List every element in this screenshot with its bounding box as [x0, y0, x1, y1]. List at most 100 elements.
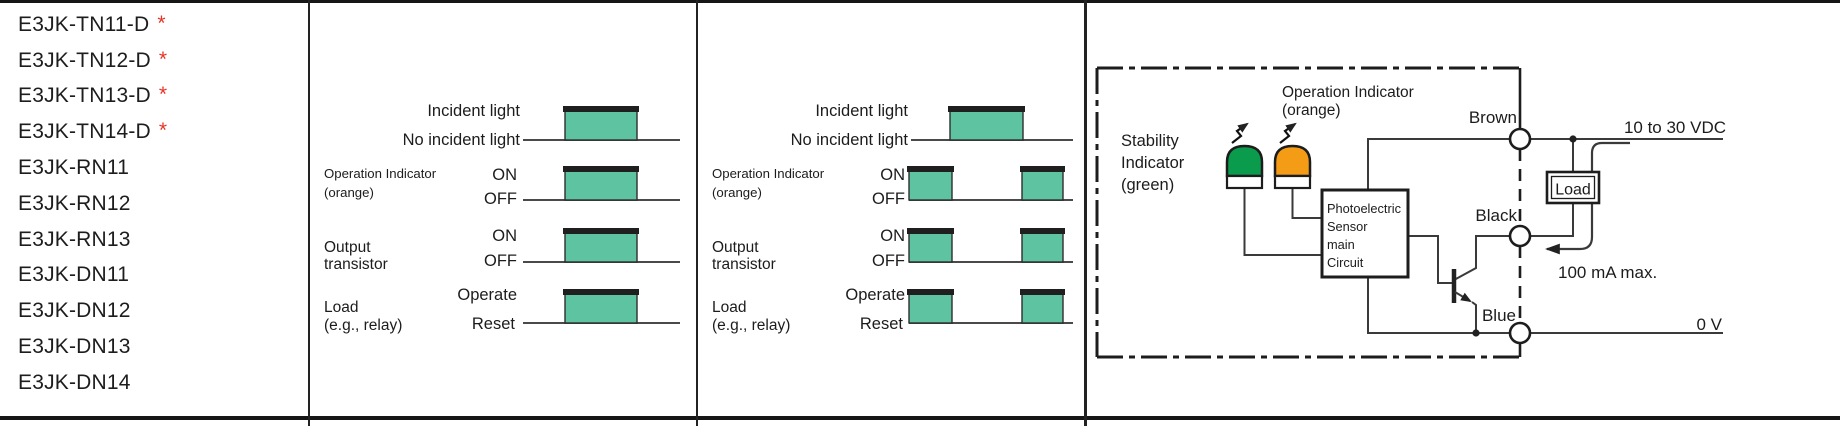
- sensor-housing-outline: [1095, 66, 1522, 359]
- pulse: [908, 166, 953, 201]
- incident-light-label: Incident light: [815, 102, 908, 120]
- pulse-top-bar: [1020, 228, 1065, 234]
- column-divider-2: [696, 0, 698, 426]
- model-name: E3JK-TN13-D: [18, 84, 151, 108]
- column-divider-1: [308, 0, 310, 426]
- pulse-top-bar: [948, 106, 1025, 112]
- light-ray-icon: [1279, 122, 1297, 144]
- output-circuit-diagram: Photoelectric Sensor main Circuit Load: [1095, 66, 1726, 359]
- model-asterisk: *: [158, 83, 168, 107]
- table-border-top: [0, 0, 1840, 3]
- terminals: [1472, 127, 1577, 345]
- operation-indicator-label: Operation Indicator: [712, 166, 825, 181]
- pulse: [949, 106, 1024, 141]
- pulse-top-bar: [563, 106, 639, 112]
- pulse: [564, 106, 638, 141]
- model-row: E3JK-TN12-D*: [18, 43, 167, 79]
- no-incident-light-label: No incident light: [791, 131, 909, 149]
- pulse: [1021, 289, 1064, 324]
- off-label: OFF: [484, 190, 517, 208]
- column-divider-3: [1084, 0, 1087, 426]
- model-row: E3JK-TN11-D*: [18, 7, 167, 43]
- output-transistor-sublabel: transistor: [712, 256, 776, 273]
- off-label: OFF: [872, 190, 905, 208]
- model-name: E3JK-DN11: [18, 263, 130, 287]
- sensor-main-circuit-box: Photoelectric Sensor main Circuit: [1320, 188, 1410, 279]
- load-label: Load: [712, 299, 746, 316]
- operation-indicator-label2: (orange): [1282, 102, 1341, 119]
- off-label: OFF: [872, 252, 905, 270]
- circuit-box-line1: Photoelectric: [1327, 201, 1402, 216]
- model-row: E3JK-RN13: [18, 222, 167, 258]
- no-incident-light-label: No incident light: [403, 131, 521, 149]
- waveform-incident-light: [523, 106, 680, 141]
- model-asterisk: *: [158, 47, 168, 71]
- waveform-load: [523, 289, 680, 324]
- on-label: ON: [880, 227, 905, 245]
- operation-indicator-label1: Operation Indicator: [1282, 84, 1414, 101]
- npn-transistor: [1451, 269, 1472, 303]
- black-wire-label: Black: [1475, 206, 1517, 225]
- pulse-top-bar: [1020, 166, 1065, 172]
- junction-dot: [1472, 329, 1480, 337]
- model-row: E3JK-TN13-D *: [18, 79, 167, 115]
- waveform-incident-light: [911, 106, 1073, 141]
- brown-terminal: [1508, 127, 1532, 151]
- table-border-bottom: [0, 416, 1840, 420]
- pulse-top-bar: [1020, 289, 1065, 295]
- on-label: ON: [880, 166, 905, 184]
- pulse: [564, 228, 638, 263]
- pulse: [1021, 166, 1064, 201]
- load-sublabel: (e.g., relay): [712, 317, 790, 334]
- pulse-top-bar: [907, 228, 954, 234]
- pulse-top-bar: [907, 166, 954, 172]
- reset-label: Reset: [860, 315, 904, 333]
- operation-indicator-sublabel: (orange): [324, 185, 374, 200]
- pulse: [1021, 228, 1064, 263]
- circuit-box-line4: Circuit: [1327, 255, 1364, 270]
- load-box: Load: [1545, 170, 1601, 205]
- waveform-output-transistor: [907, 228, 1073, 263]
- model-name: E3JK-TN14-D: [18, 120, 151, 144]
- model-row: E3JK-DN13: [18, 329, 167, 365]
- blue-wire-label: Blue: [1482, 306, 1516, 325]
- circuit-wires: [1243, 138, 1723, 334]
- model-row: E3JK-RN12: [18, 186, 167, 222]
- model-asterisk: *: [158, 119, 168, 143]
- blue-terminal: [1508, 321, 1532, 345]
- operation-indicator-led: [1273, 122, 1312, 190]
- stability-indicator-label3: (green): [1121, 176, 1174, 194]
- timing-diagram-double-pulse: Incident light No incident light Operati…: [712, 102, 1073, 334]
- model-name: E3JK-RN13: [18, 227, 131, 251]
- black-terminal: [1508, 224, 1532, 248]
- pulse-top-bar: [907, 289, 954, 295]
- stability-indicator-led: [1225, 122, 1264, 190]
- timing-diagram-single-pulse: Incident light No incident light Operati…: [324, 102, 680, 334]
- pulse: [908, 289, 953, 324]
- off-label: OFF: [484, 252, 517, 270]
- model-asterisk: *: [157, 11, 166, 35]
- waveform-operation-indicator: [523, 166, 680, 201]
- stability-indicator-label2: Indicator: [1121, 154, 1185, 172]
- model-name: E3JK-DN13: [18, 335, 131, 359]
- orange-led-icon: [1273, 144, 1312, 178]
- model-name: E3JK-RN11: [18, 156, 130, 180]
- load-box-label: Load: [1555, 182, 1591, 199]
- junction-dot: [1569, 135, 1577, 143]
- green-led-icon: [1225, 144, 1264, 178]
- brown-wire-label: Brown: [1469, 108, 1517, 127]
- output-transistor-label: Output: [324, 239, 371, 256]
- ground-label: 0 V: [1696, 315, 1722, 334]
- operate-label: Operate: [457, 286, 517, 304]
- model-name: E3JK-DN14: [18, 370, 131, 394]
- on-label: ON: [492, 227, 517, 245]
- stability-indicator-label1: Stability: [1121, 132, 1180, 150]
- pulse-top-bar: [563, 166, 639, 172]
- model-row: E3JK-TN14-D *: [18, 114, 167, 150]
- reset-label: Reset: [472, 315, 516, 333]
- model-row: E3JK-DN12: [18, 293, 167, 329]
- waveform-output-transistor: [523, 228, 680, 263]
- model-name: E3JK-DN12: [18, 299, 131, 323]
- waveform-operation-indicator: [907, 166, 1073, 201]
